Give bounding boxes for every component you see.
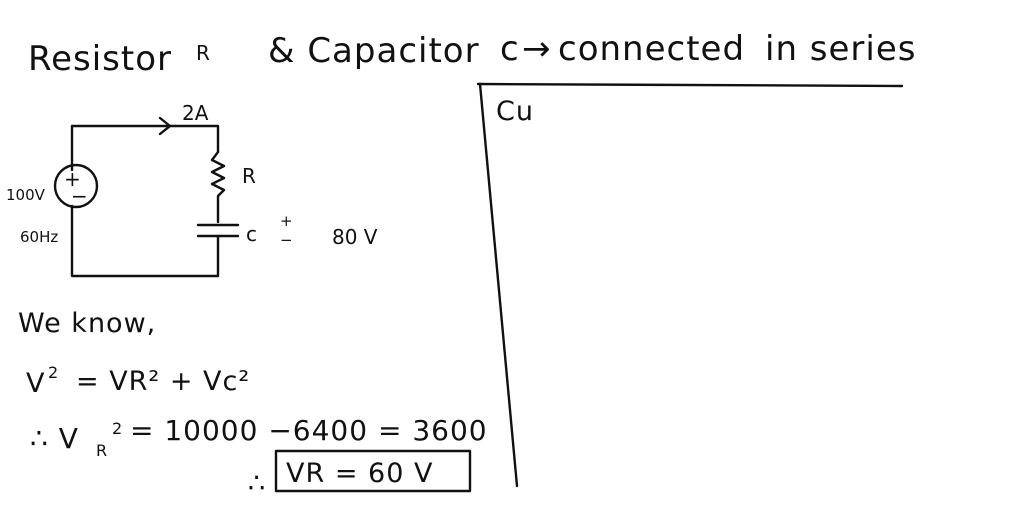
eq2-prefix: ∴ V (30, 422, 79, 455)
current-arrow (158, 116, 172, 136)
we-know-text: We know, (18, 308, 156, 339)
eq1-lhs: V (26, 368, 45, 399)
title-arrow: → (522, 29, 552, 69)
panel-top-border (476, 82, 904, 88)
eq1-rhs: = VR² + Vc² (76, 366, 250, 397)
problem-title: Resistor R & Capacitor c → connected in … (28, 29, 917, 79)
result-text: VR = 60 V (286, 458, 433, 489)
title-c: c (500, 29, 520, 69)
eq1-sup: 2 (48, 363, 58, 382)
resistor-label: R (242, 164, 256, 188)
side-panel: Cu (476, 82, 904, 488)
eq2-sup: 2 (112, 419, 122, 438)
capacitor-label: c (246, 222, 257, 246)
capacitor-voltage: 80 V (332, 225, 378, 249)
eq2-sub: R (96, 441, 107, 460)
ac-source-symbol (53, 163, 99, 209)
result-box (274, 449, 472, 493)
capacitor-plus: + (280, 212, 293, 230)
circuit-diagram: 2A R c + − 80 V + − 100V 60Hz (6, 101, 378, 278)
source-plus: + (64, 167, 81, 191)
title-resistor: Resistor (28, 39, 172, 79)
derivation: We know, V 2 = VR² + Vc² ∴ V R 2 = 10000… (18, 308, 488, 499)
source-minus: − (71, 184, 88, 208)
title-capacitor: & Capacitor (268, 31, 480, 71)
resistor-symbol (210, 150, 226, 224)
eq2-rhs: = 10000 −6400 = 3600 (130, 414, 488, 447)
title-connected: connected (558, 29, 745, 69)
panel-label: Cu (496, 96, 534, 127)
title-r: R (196, 41, 210, 65)
source-frequency: 60Hz (20, 228, 58, 246)
title-in-series: in series (765, 29, 917, 69)
capacitor-minus: − (280, 231, 293, 249)
source-voltage: 100V (6, 186, 46, 204)
current-label: 2A (182, 101, 209, 125)
top-wire (70, 124, 220, 172)
bottom-wire (70, 204, 220, 278)
panel-left-border (478, 82, 519, 488)
therefore-symbol: ∴ (248, 468, 266, 499)
